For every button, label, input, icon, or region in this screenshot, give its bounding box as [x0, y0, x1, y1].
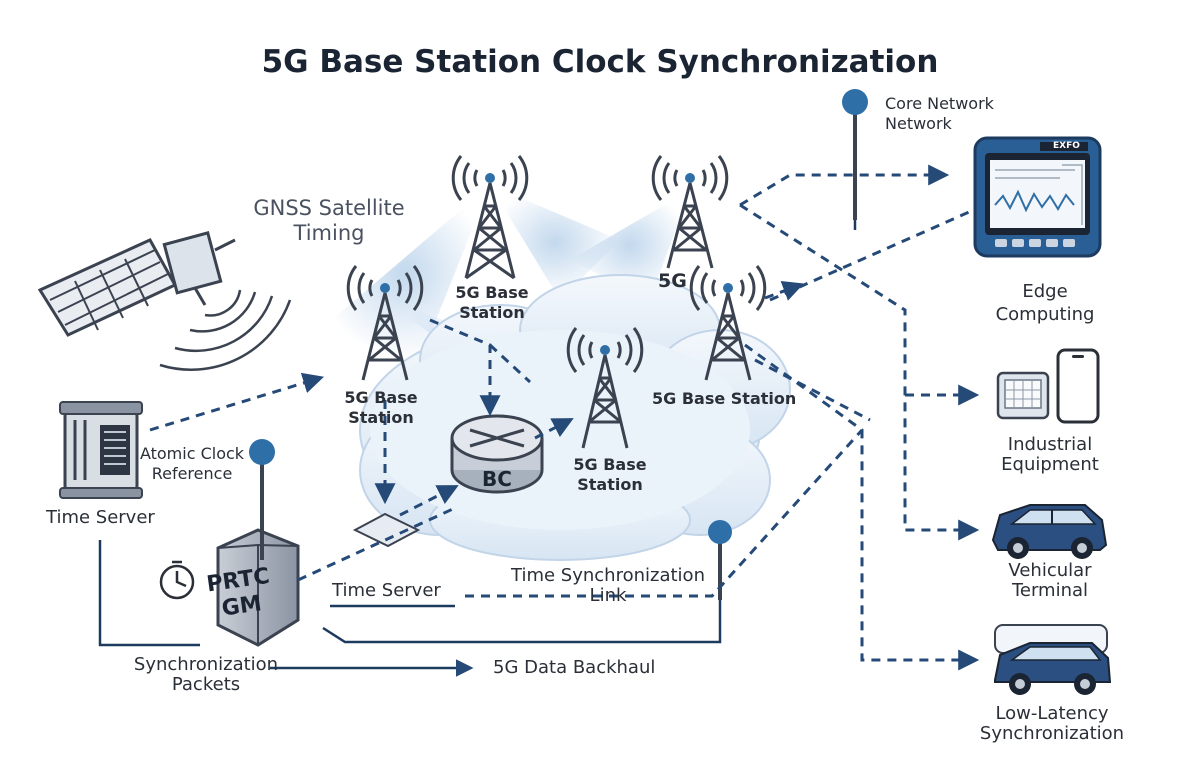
- label-time-sync-link: Time Synchronization Link: [511, 566, 705, 606]
- label-industrial-line2: Equipment: [1001, 454, 1099, 475]
- label-atomic-line2: Reference: [151, 464, 233, 483]
- prtc-gm-box: [216, 528, 300, 647]
- label-bs-left: 5G Base Station: [344, 388, 417, 428]
- wagon-icon: [994, 624, 1112, 695]
- label-atomic-line1: Atomic Clock: [139, 444, 245, 463]
- label-tsl-line1: Time Synchronization: [511, 565, 705, 586]
- label-bs-center-line1: 5G Base: [573, 455, 647, 474]
- label-core-network: Core Network Network: [885, 94, 994, 134]
- label-edge-line2: Computing: [995, 304, 1095, 325]
- bc-router-icon: [450, 414, 544, 494]
- label-tsl-line2: Link: [589, 585, 627, 606]
- label-sync-packets: Synchronization Packets: [134, 655, 278, 695]
- label-low-latency: Low-Latency Synchronization: [980, 704, 1124, 744]
- tower-top-right: [651, 155, 729, 269]
- label-time-server-left: Time Server: [46, 507, 155, 528]
- label-sync-line1: Synchronization: [133, 654, 279, 675]
- label-bs-top: 5G Base Station: [455, 283, 528, 323]
- label-bc: BC: [482, 467, 512, 491]
- label-bs-top-line2: Station: [459, 303, 525, 322]
- label-backhaul: 5G Data Backhaul: [493, 657, 656, 678]
- satellite-icon: [37, 231, 292, 371]
- antenna-prtc: [249, 439, 275, 560]
- label-atomic-clock: Atomic Clock Reference: [140, 444, 244, 484]
- label-gnss-line1: GNSS Satellite: [253, 196, 405, 220]
- suv-icon: [991, 504, 1108, 559]
- label-edge-computing: Edge Computing: [996, 280, 1095, 326]
- antenna-core: [842, 89, 868, 220]
- label-lowlat-line2: Synchronization: [979, 723, 1125, 744]
- tower-right: [689, 265, 767, 381]
- label-prtc-gm: PRTC GM: [205, 564, 275, 624]
- dashed-links: [149, 164, 986, 671]
- tower-left: [346, 265, 424, 381]
- page-title: 5G Base Station Clock Synchronization: [261, 44, 939, 80]
- label-bs-center-line2: Station: [577, 475, 643, 494]
- cloud-core: [370, 330, 750, 530]
- label-vehicular-line1: Vehicular: [1008, 560, 1092, 581]
- label-time-server-bottom: Time Server: [332, 580, 441, 601]
- smartphone-icon: [1056, 348, 1100, 424]
- label-vehicular: Vehicular Terminal: [1008, 561, 1091, 601]
- label-gnss-line2: Timing: [293, 221, 365, 245]
- label-core-line2: Network: [885, 114, 952, 133]
- clock-icon: [159, 560, 195, 600]
- label-bs-top-line1: 5G Base: [455, 283, 529, 302]
- label-bs-left-line2: Station: [348, 408, 414, 427]
- label-bs-right: 5G Base Station: [652, 389, 797, 408]
- label-edge-line1: Edge: [1022, 281, 1068, 302]
- label-industrial-line1: Industrial: [1007, 434, 1093, 455]
- industrial-panel-icon: [996, 371, 1050, 420]
- label-industrial: Industrial Equipment: [1001, 435, 1099, 475]
- solid-links: [98, 220, 857, 677]
- antenna-link: [708, 520, 732, 600]
- label-sync-line2: Packets: [171, 674, 241, 695]
- label-gnss: GNSS Satellite Timing: [253, 196, 404, 246]
- analyzer-brand-label: EXFO: [1053, 141, 1080, 151]
- label-bs-top-right: 5G: [658, 270, 687, 292]
- atomic-clock-server-icon: [59, 401, 143, 499]
- label-vehicular-line2: Terminal: [1011, 580, 1089, 601]
- switch-node: [352, 512, 421, 548]
- label-core-line1: Core Network: [885, 94, 994, 113]
- tower-center: [566, 327, 644, 449]
- label-lowlat-line1: Low-Latency: [995, 703, 1109, 724]
- tower-top: [451, 155, 529, 280]
- label-bs-left-line1: 5G Base: [344, 388, 418, 407]
- analyzer-device: [973, 136, 1102, 258]
- label-bs-center: 5G Base Station: [573, 455, 646, 495]
